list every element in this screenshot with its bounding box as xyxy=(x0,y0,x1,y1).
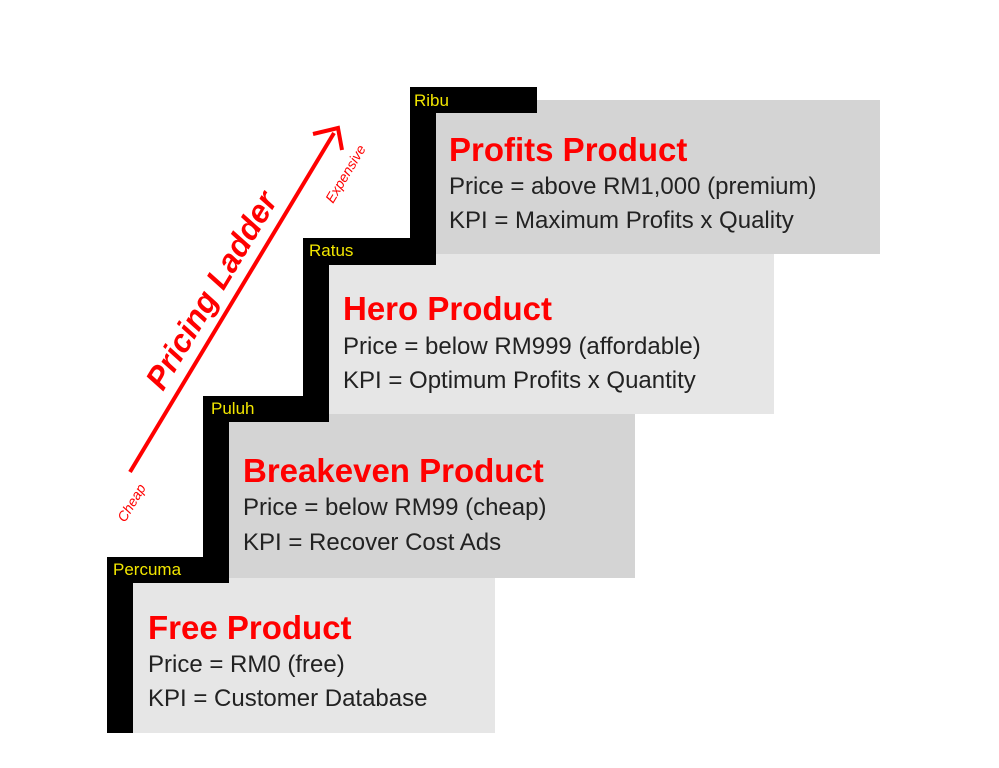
step-title-breakeven: Breakeven Product xyxy=(243,452,544,489)
step-title-free: Free Product xyxy=(148,609,352,646)
step-title-hero: Hero Product xyxy=(343,290,553,327)
stair-riser-ratus xyxy=(303,238,329,422)
step-kpi-profits: KPI = Maximum Profits x Quality xyxy=(449,207,794,234)
step-title-profits: Profits Product xyxy=(449,131,688,168)
step-kpi-hero: KPI = Optimum Profits x Quantity xyxy=(343,367,696,394)
level-label-puluh: Puluh xyxy=(211,399,255,418)
step-kpi-free: KPI = Customer Database xyxy=(148,685,428,712)
step-price-breakeven: Price = below RM99 (cheap) xyxy=(243,494,547,521)
step-box-hero xyxy=(329,254,774,414)
step-price-free: Price = RM0 (free) xyxy=(148,651,345,678)
stair-riser-puluh xyxy=(203,396,229,583)
step-price-profits: Price = above RM1,000 (premium) xyxy=(449,173,817,200)
stair-riser-ribu xyxy=(410,87,436,265)
step-box-free xyxy=(133,578,495,733)
level-label-percuma: Percuma xyxy=(113,560,182,579)
axis-label-cheap: Cheap xyxy=(114,481,149,525)
ladder-title: Pricing Ladder xyxy=(138,184,285,396)
step-kpi-breakeven: KPI = Recover Cost Ads xyxy=(243,529,502,556)
step-box-breakeven xyxy=(229,414,635,578)
step-price-hero: Price = below RM999 (affordable) xyxy=(343,333,701,360)
level-label-ratus: Ratus xyxy=(309,241,354,260)
arrow-head-icon xyxy=(312,125,344,151)
axis-label-expensive: Expensive xyxy=(322,142,369,206)
step-box-profits xyxy=(436,100,880,254)
level-label-ribu: Ribu xyxy=(414,91,449,110)
stair-riser-percuma xyxy=(107,557,133,733)
arrow-shaft xyxy=(128,131,336,474)
